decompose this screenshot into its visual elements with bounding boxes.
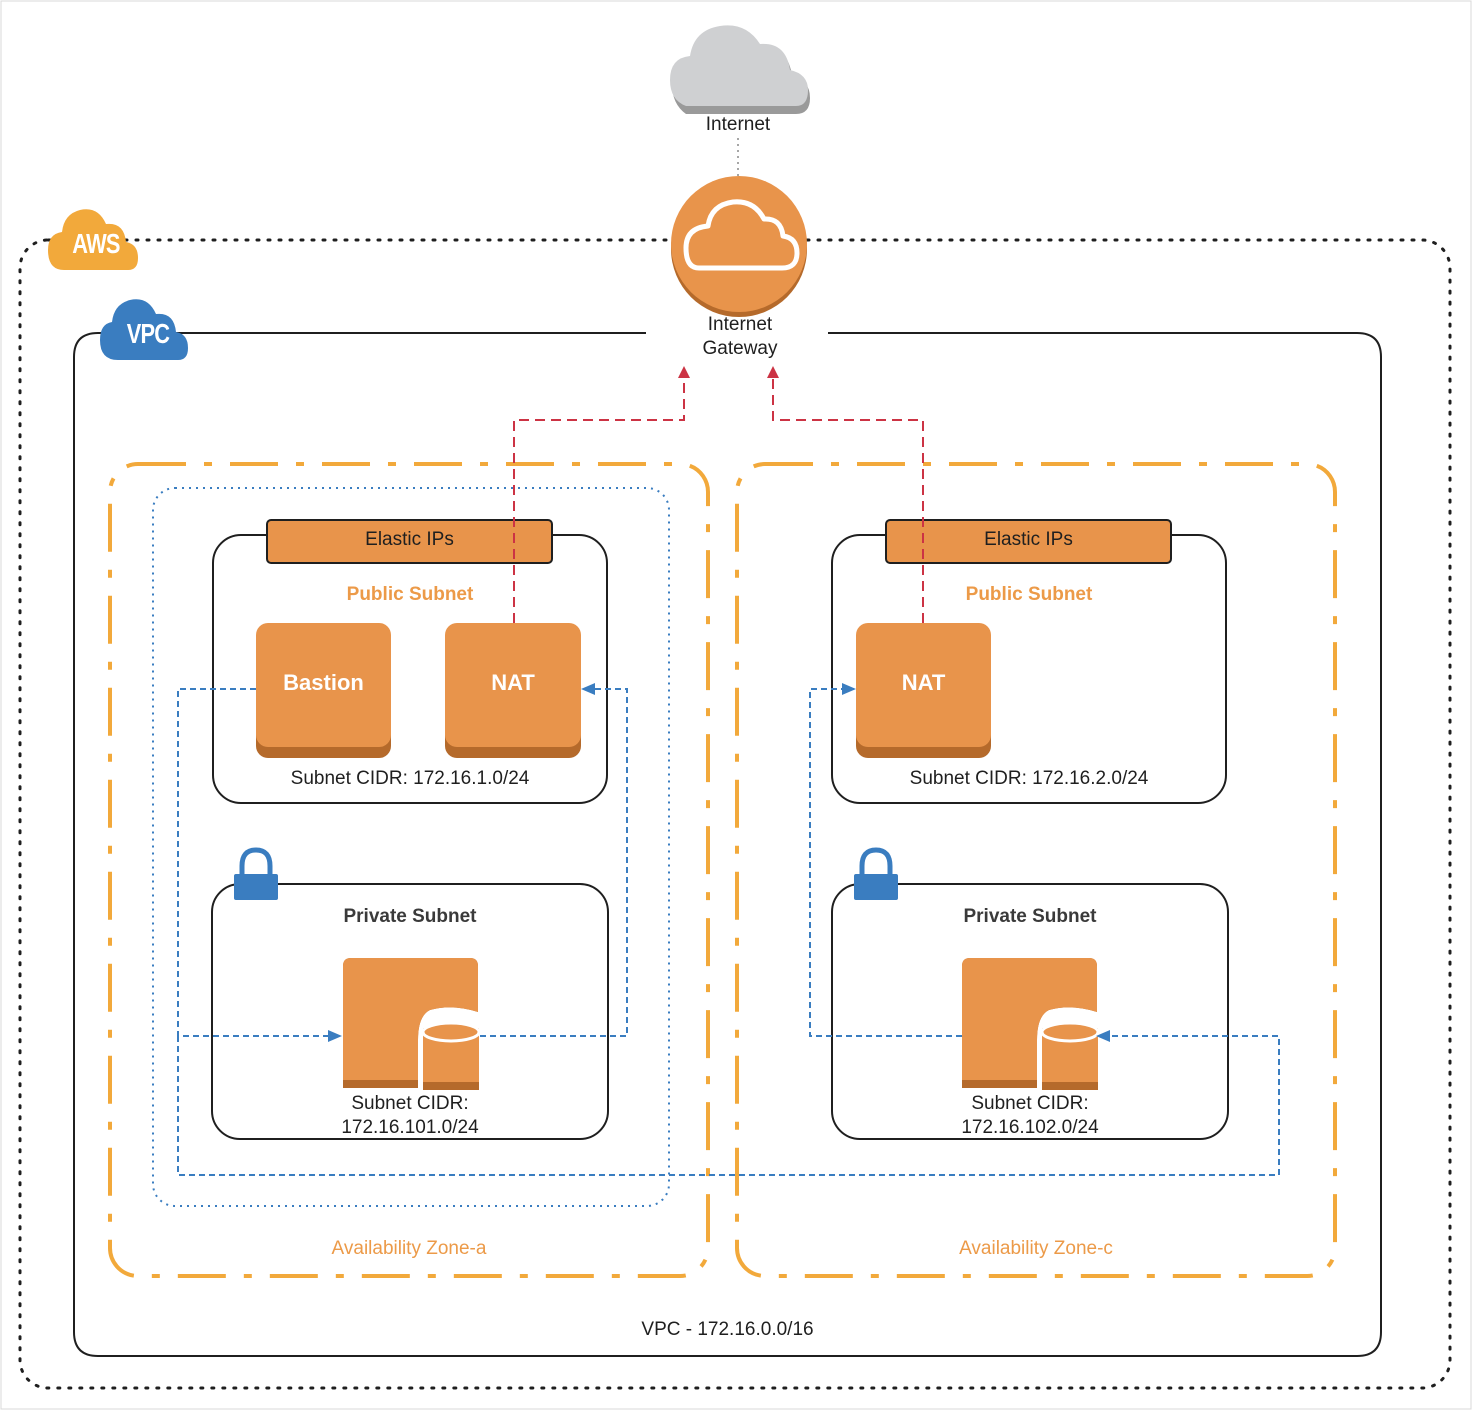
internet-cloud-icon <box>670 25 810 115</box>
link-private-c-to-nat-c <box>809 683 962 1037</box>
private-subnet-title-a: Private Subnet <box>343 906 477 927</box>
availability-zone-c-label: Availability Zone-c <box>959 1238 1113 1259</box>
vpc-badge-label: VPC <box>126 318 170 349</box>
elastic-ips-bar-c <box>885 519 1172 564</box>
vpc-cidr-label: VPC - 172.16.0.0/16 <box>641 1319 814 1340</box>
internet-label: Internet <box>705 114 771 135</box>
nat-label-c: NAT <box>901 670 946 695</box>
vpc-boundary <box>73 332 1382 1357</box>
nat-instance-a <box>445 623 581 758</box>
aws-cloud-icon <box>48 209 138 270</box>
bastion-instance <box>256 623 391 758</box>
route-nat-a-to-gateway <box>513 366 690 623</box>
nat-label-a: NAT <box>491 670 535 695</box>
public-subnet-cidr-c: Subnet CIDR: 172.16.2.0/24 <box>909 768 1149 789</box>
availability-zone-c-boundary <box>735 462 1337 1278</box>
bastion-label: Bastion <box>283 670 364 695</box>
private-subnet-cidr-c-line1: Subnet CIDR: <box>971 1093 1089 1114</box>
elastic-ips-bar-a <box>266 519 553 564</box>
lock-icon-a <box>234 847 278 900</box>
private-subnet-cidr-a-line2: 172.16.101.0/24 <box>341 1117 479 1138</box>
aws-badge-label: AWS <box>72 228 120 259</box>
elastic-ips-label-a: Elastic IPs <box>365 529 454 550</box>
availability-zone-a-boundary <box>108 462 710 1278</box>
elastic-ips-label-c: Elastic IPs <box>984 529 1073 550</box>
security-group-boundary <box>152 487 670 1207</box>
private-instance-a <box>343 958 481 1090</box>
gateway-label-line1: Internet <box>707 314 773 335</box>
private-instance-c <box>962 958 1100 1090</box>
private-subnet-cidr-c-line2: 172.16.102.0/24 <box>961 1117 1099 1138</box>
gateway-label-line2: Gateway <box>702 338 778 359</box>
link-bastion-to-private-a <box>177 688 342 1042</box>
route-nat-c-to-gateway <box>767 366 924 623</box>
vpc-cloud-icon <box>100 299 188 360</box>
private-subnet-cidr-a-line1: Subnet CIDR: <box>351 1093 469 1114</box>
private-subnet-title-c: Private Subnet <box>963 906 1097 927</box>
link-private-a-to-nat-a <box>480 683 628 1037</box>
availability-zone-a-label: Availability Zone-a <box>331 1238 487 1259</box>
internet-gateway-icon <box>671 176 807 317</box>
public-subnet-title-c: Public Subnet <box>965 584 1093 605</box>
lock-icon-c <box>854 847 898 900</box>
public-subnet-title-a: Public Subnet <box>346 584 474 605</box>
link-bastion-to-private-c <box>177 1030 1280 1176</box>
nat-instance-c <box>856 623 991 758</box>
public-subnet-cidr-a: Subnet CIDR: 172.16.1.0/24 <box>290 768 530 789</box>
